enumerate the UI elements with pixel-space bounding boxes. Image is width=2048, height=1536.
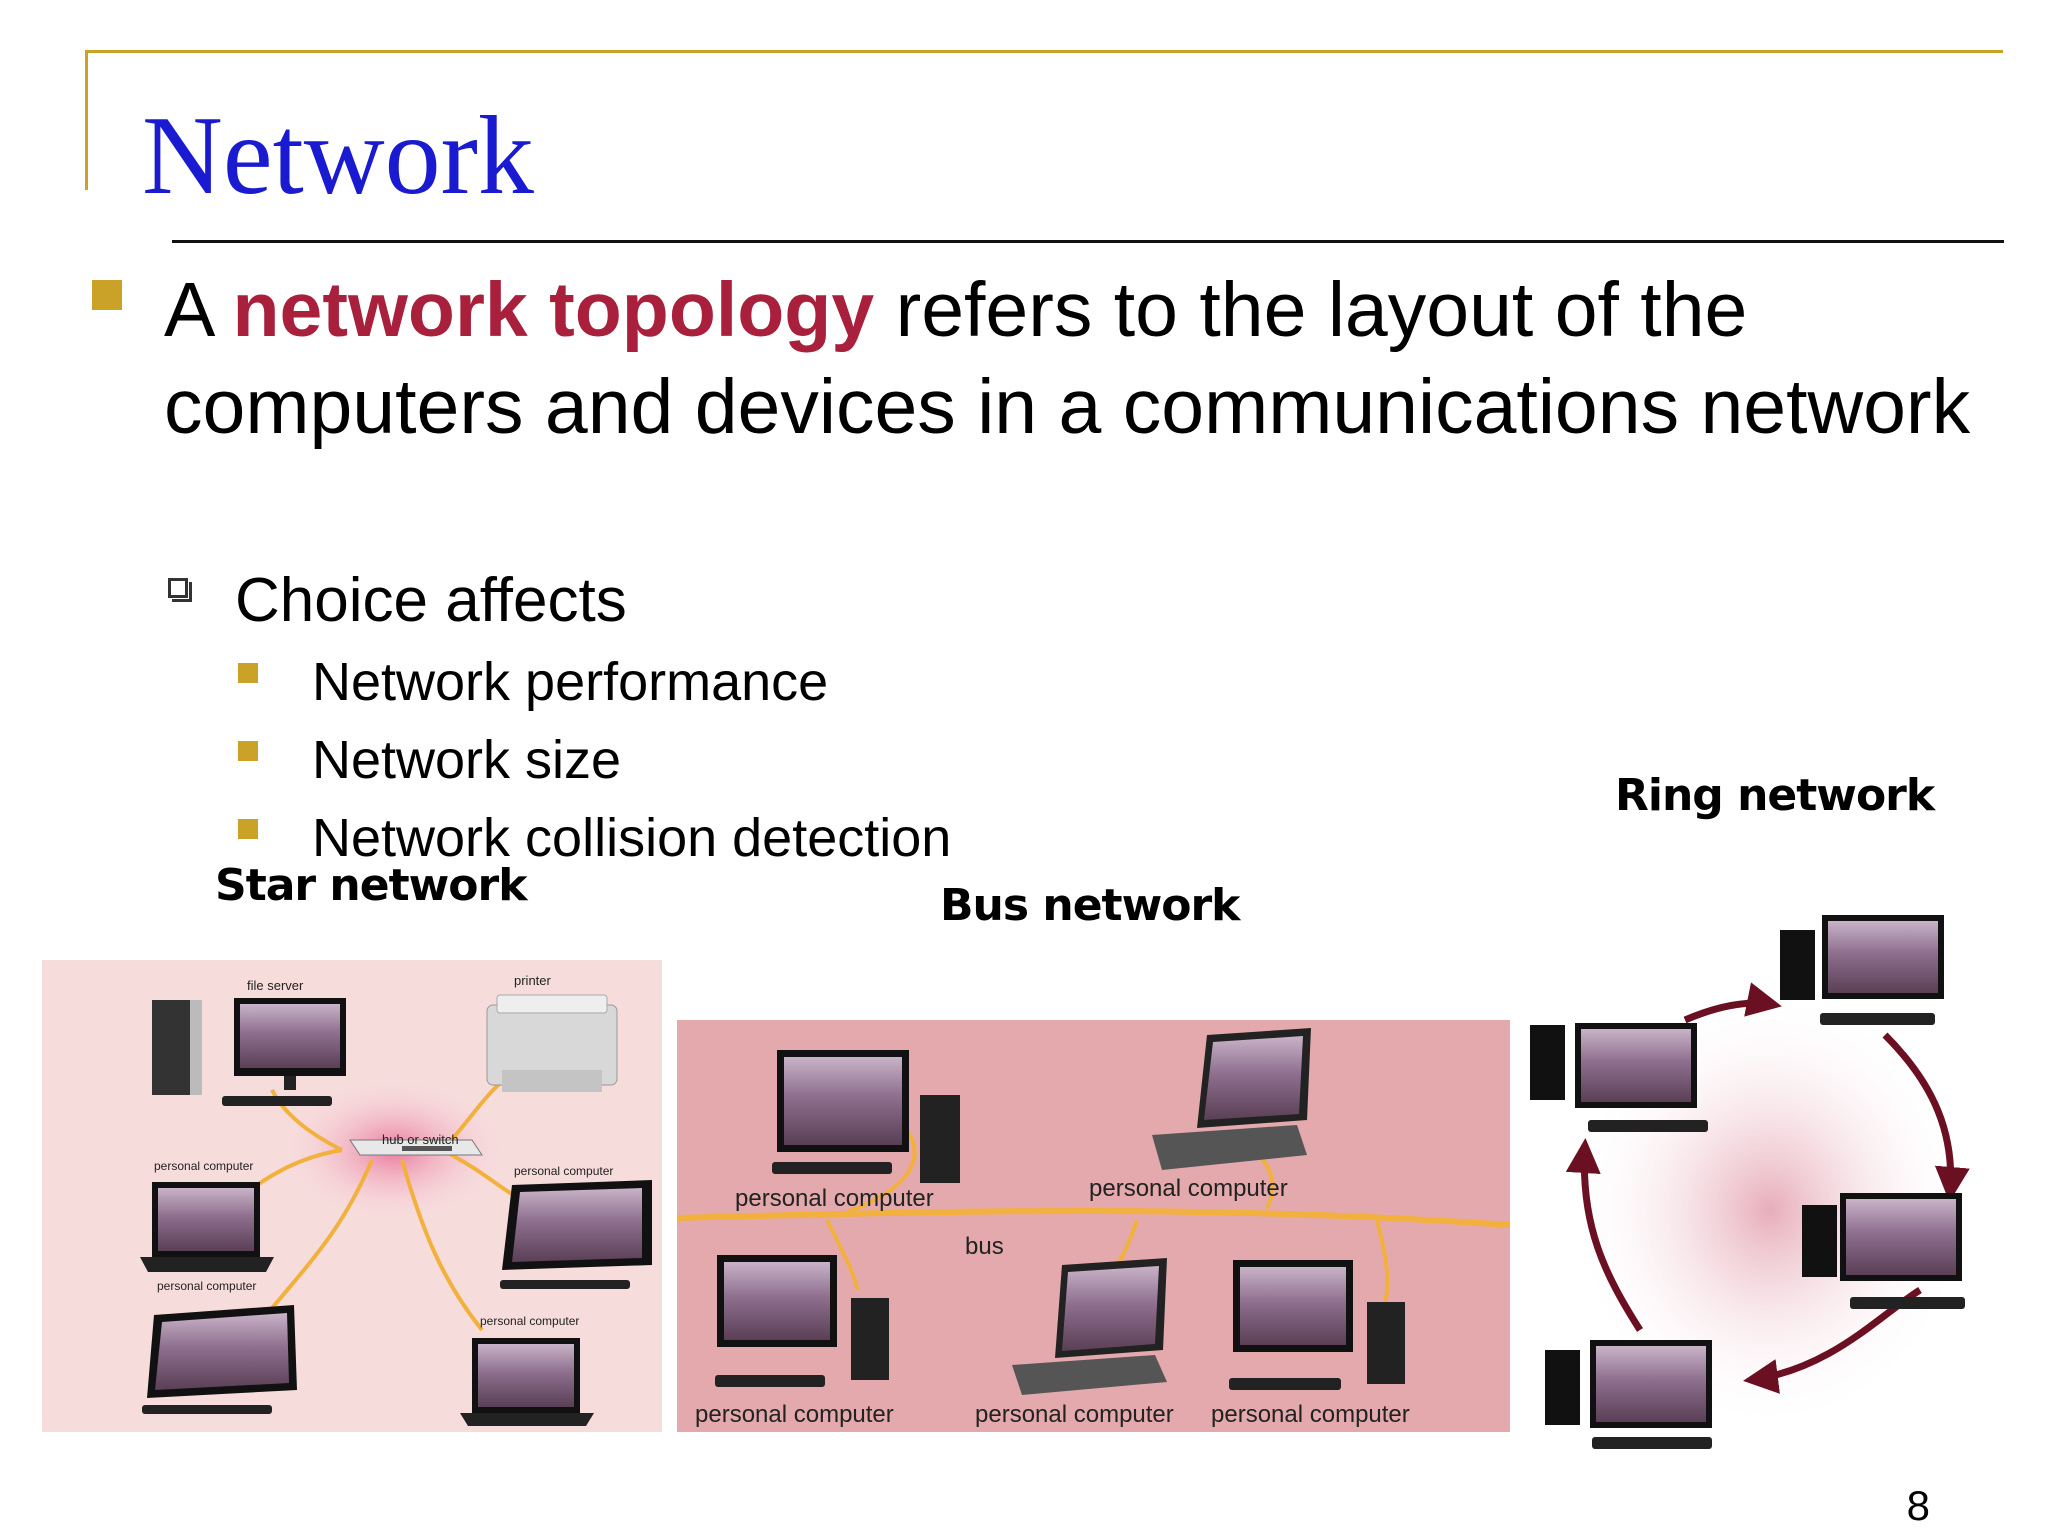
ring-arrow: [1683, 982, 1782, 1024]
laptop-icon: [460, 1338, 594, 1426]
pc-right-bottom-caption: personal computer: [480, 1314, 579, 1328]
star-network-diagram: file server printer hub or switch person…: [42, 960, 662, 1432]
bus-network-label: Bus network: [940, 880, 1240, 931]
frame-top-rule: [85, 50, 2003, 53]
desktop-pc-icon: [1545, 1340, 1712, 1449]
desktop-pc-icon: [1530, 1023, 1708, 1132]
checkbox-bullet-icon: [168, 578, 192, 602]
pc-left-top-caption: personal computer: [154, 1159, 253, 1173]
bullet-rest: refers to the layout of the computers an…: [164, 267, 1971, 450]
bullet-prefix: A: [164, 267, 233, 353]
bus-pc-bottom-left-caption: personal computer: [695, 1401, 894, 1428]
sub-bullet-collision: Network collision detection: [312, 808, 952, 868]
hub-caption: hub or switch: [382, 1132, 459, 1147]
desktop-pc-icon: [772, 1050, 960, 1183]
laptop-icon: [1152, 1028, 1311, 1170]
sub-bullet-size: Network size: [312, 730, 622, 790]
laptop-icon: [140, 1182, 274, 1272]
bus-pc-bottom-mid-caption: personal computer: [975, 1401, 1174, 1428]
laptop-icon: [1012, 1258, 1167, 1395]
desktop-pc-icon: [1780, 915, 1944, 1025]
pc-right-top-caption: personal computer: [514, 1164, 613, 1178]
sub-bullet-performance: Network performance: [312, 652, 829, 712]
page-number: 8: [1906, 1482, 1930, 1529]
file-server-icon: [152, 998, 346, 1106]
desktop-pc-icon: [715, 1255, 889, 1387]
bus-network-diagram: personal computer personal computer bus …: [677, 1020, 1510, 1432]
bullet-choice-affects: Choice affects: [235, 566, 627, 635]
slide-title: Network: [142, 94, 534, 218]
pc-left-bottom-caption: personal computer: [157, 1279, 256, 1293]
monitor-icon: [142, 1305, 297, 1414]
star-network-label: Star network: [215, 860, 527, 911]
desktop-pc-icon: [1802, 1193, 1965, 1309]
monitor-icon: [500, 1180, 652, 1289]
hub-icon: [349, 1139, 483, 1156]
bullet-square-icon: [92, 280, 122, 310]
printer-icon: [486, 994, 618, 1092]
ring-network-diagram: [1530, 915, 1970, 1449]
desktop-pc-icon: [1229, 1260, 1405, 1390]
ring-arrow: [1882, 1032, 1970, 1202]
ring-network-label: Ring network: [1615, 770, 1935, 821]
bullet-highlight-term: network topology: [232, 267, 875, 353]
ring-arrow: [1565, 1138, 1643, 1332]
title-underline: [172, 240, 2004, 243]
frame-left-rule: [85, 50, 88, 190]
bus-pc-top-right-caption: personal computer: [1089, 1175, 1288, 1202]
bus-pc-bottom-right-caption: personal computer: [1211, 1401, 1410, 1428]
bullet-topology-definition: A network topology refers to the layout …: [164, 262, 1984, 456]
sub-bullet-square-icon: [238, 741, 258, 761]
bus-line-caption: bus: [965, 1233, 1004, 1260]
sub-bullet-square-icon: [238, 663, 258, 683]
file-server-caption: file server: [247, 978, 304, 993]
bus-pc-top-left-caption: personal computer: [735, 1185, 934, 1212]
sub-bullet-square-icon: [238, 819, 258, 839]
printer-caption: printer: [514, 973, 552, 988]
